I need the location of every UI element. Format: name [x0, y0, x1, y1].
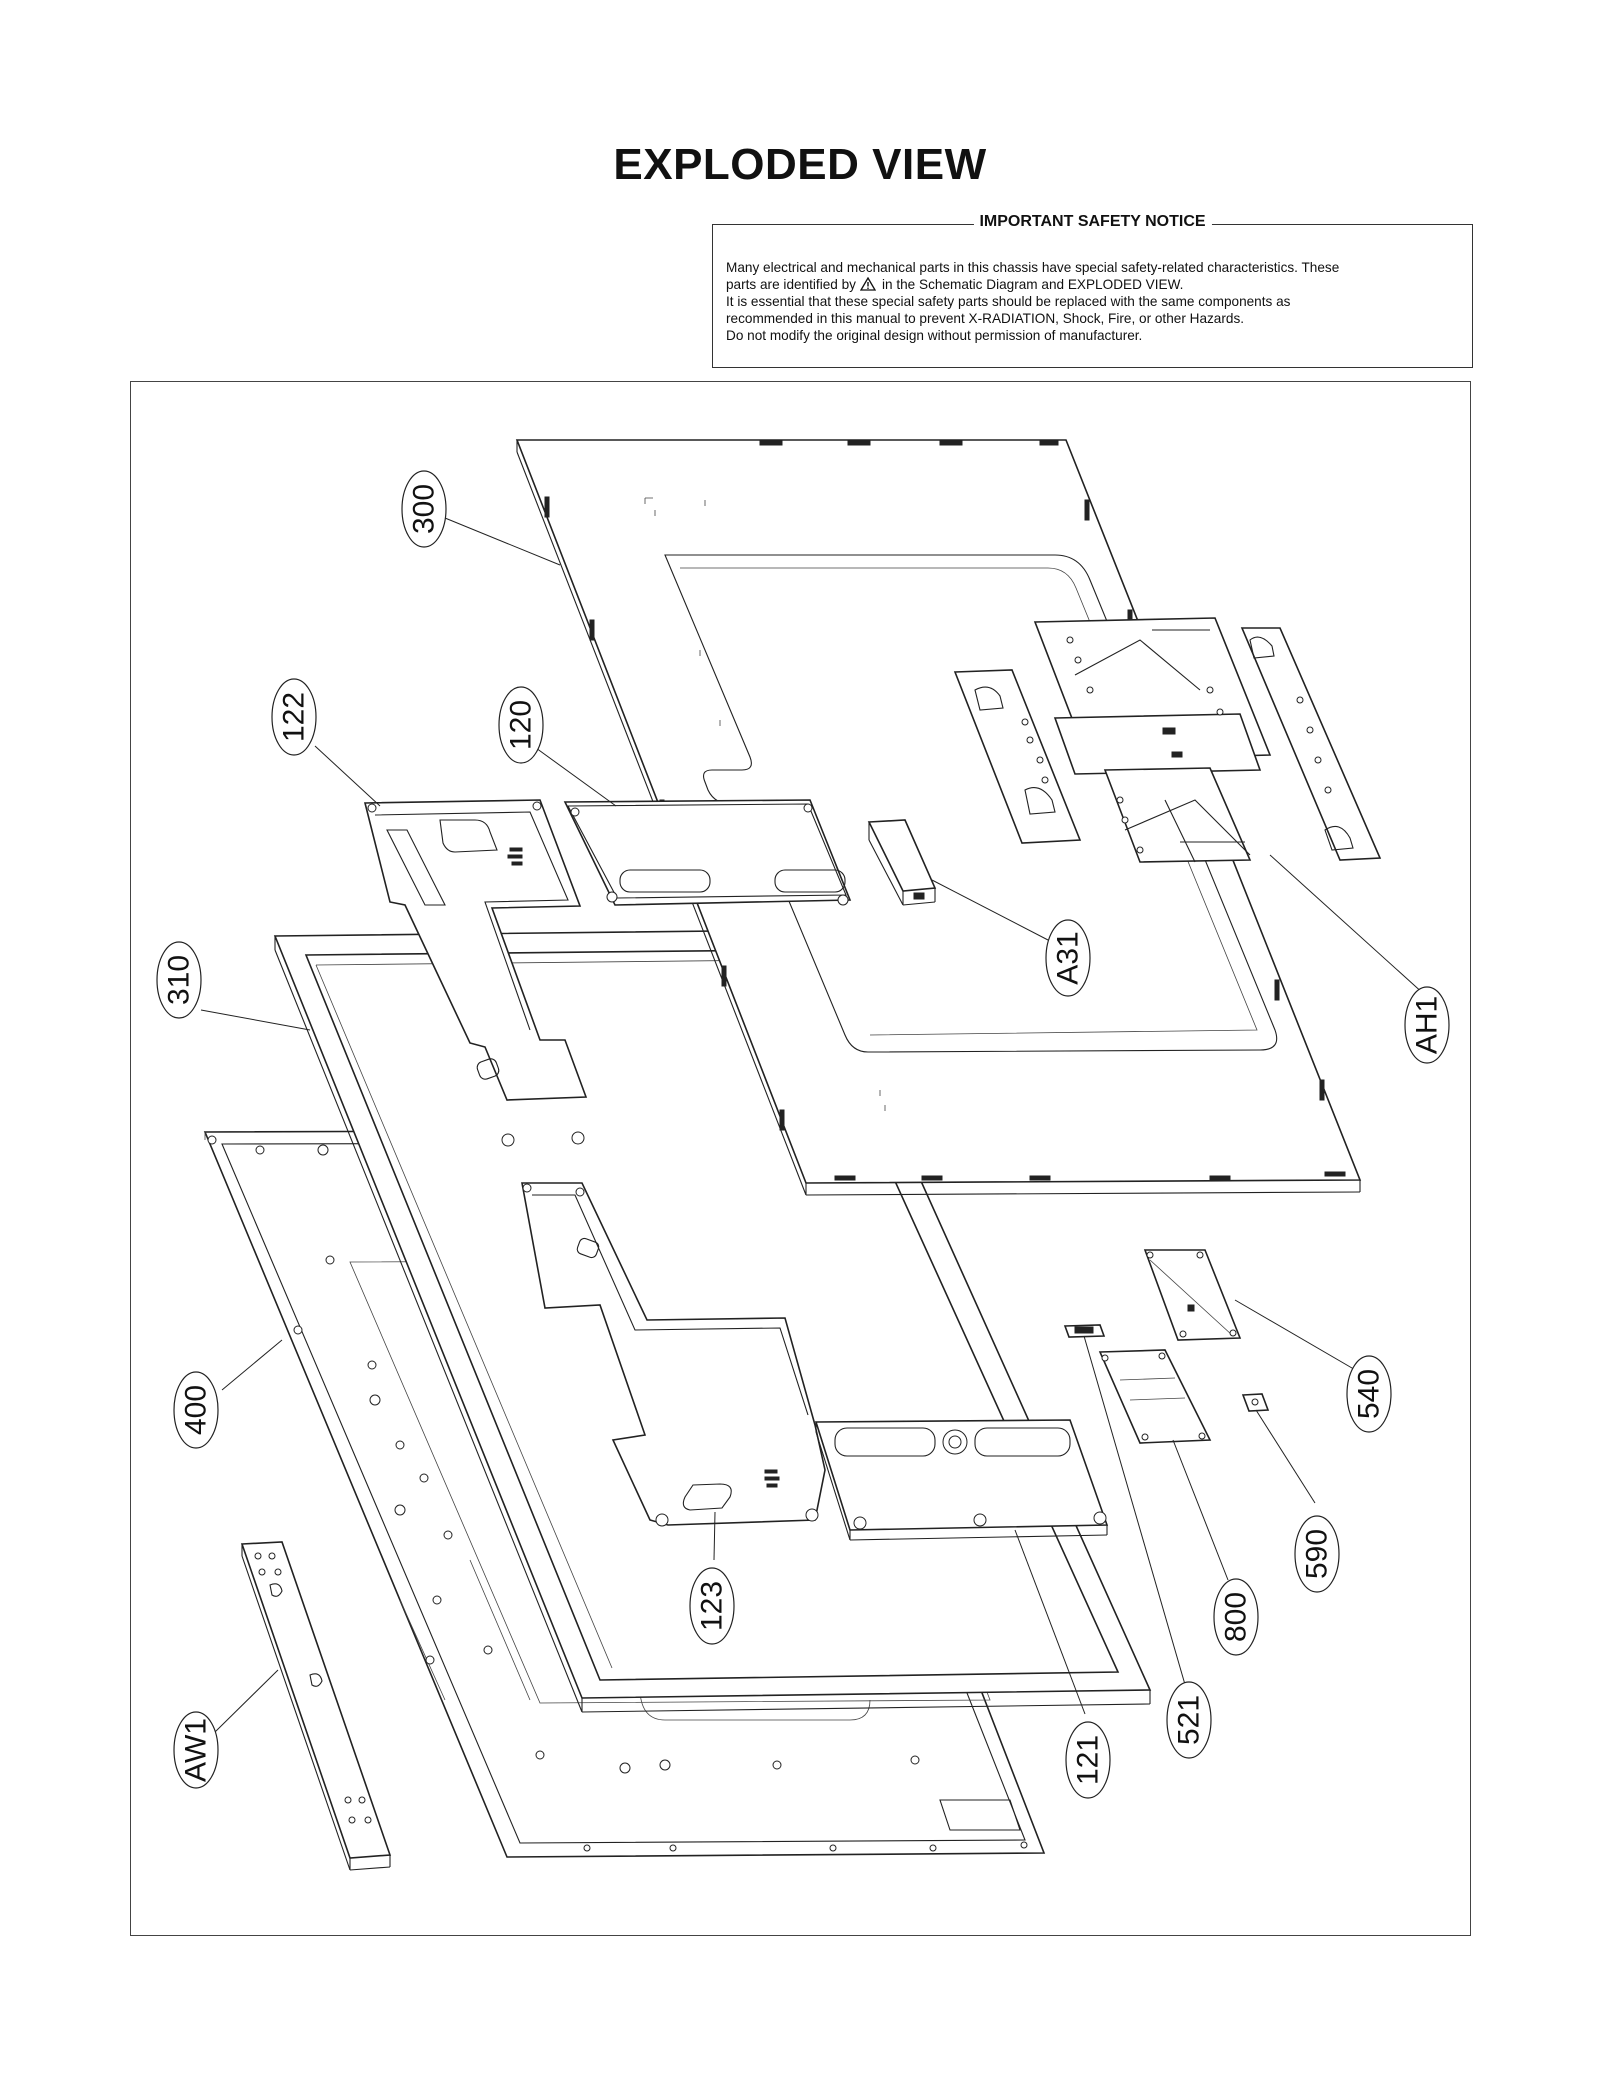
rear-cover-clips [544, 440, 1346, 1181]
part-AW1-bracket [240, 1541, 392, 1871]
exploded-view-diagram: 300 122 120 310 A31 AH1 400 540 [156, 439, 1450, 1871]
svg-text:122: 122 [278, 692, 311, 742]
svg-text:521: 521 [1173, 1695, 1206, 1745]
part-123-bracket [521, 1182, 826, 1527]
svg-text:300: 300 [408, 484, 441, 534]
mount-holes [1021, 636, 1332, 854]
logo-mark-122 [507, 847, 523, 866]
notice-line-2b: in the Schematic Diagram and EXPLODED VI… [881, 277, 1184, 292]
part-521-connector [1063, 1324, 1106, 1338]
svg-text:310: 310 [163, 955, 196, 1005]
callout-122: 122 [271, 678, 317, 756]
callout-AW1: AW1 [173, 1711, 219, 1789]
safety-notice-box: IMPORTANT SAFETY NOTICE Many electrical … [712, 213, 1473, 368]
page-title: EXPLODED VIEW [613, 140, 987, 189]
svg-text:540: 540 [1353, 1369, 1386, 1419]
notice-line-2: parts are identified by in the Schematic … [726, 276, 1459, 293]
rear-cover-marks [644, 497, 886, 1111]
safety-notice-body: Many electrical and mechanical parts in … [726, 259, 1459, 344]
callout-800: 800 [1213, 1578, 1259, 1656]
part-A31-module [867, 819, 937, 906]
notice-line-4: recommended in this manual to prevent X-… [726, 311, 1245, 326]
notice-line-5: Do not modify the original design withou… [726, 328, 1143, 343]
part-AH1-mount [953, 617, 1382, 863]
part-120-cover [563, 799, 852, 906]
notice-line-1: Many electrical and mechanical parts in … [726, 260, 1340, 275]
callouts: 300 122 120 310 A31 AH1 400 540 [156, 470, 1450, 1799]
callout-310: 310 [156, 941, 202, 1019]
part-800-board [1098, 1349, 1212, 1444]
part-122-bracket [363, 799, 588, 1147]
callout-400: 400 [173, 1371, 219, 1449]
part-540-board [1143, 1249, 1242, 1341]
svg-text:400: 400 [180, 1385, 213, 1435]
callout-AH1: AH1 [1404, 986, 1450, 1064]
part-121-speakers [814, 1419, 1109, 1541]
callout-123: 123 [689, 1567, 735, 1645]
svg-text:AH1: AH1 [1411, 996, 1444, 1054]
callout-540: 540 [1346, 1355, 1392, 1433]
safety-notice-title: IMPORTANT SAFETY NOTICE [973, 213, 1212, 231]
svg-text:121: 121 [1072, 1735, 1105, 1785]
svg-text:800: 800 [1220, 1592, 1253, 1642]
logo-mark-123 [764, 1469, 780, 1488]
svg-text:590: 590 [1301, 1529, 1334, 1579]
svg-text:120: 120 [505, 700, 538, 750]
svg-text:A31: A31 [1052, 931, 1085, 984]
callout-590: 590 [1294, 1515, 1340, 1593]
callout-300: 300 [401, 470, 447, 548]
leader-lines [200, 517, 1426, 1733]
svg-text:123: 123 [696, 1581, 729, 1631]
callout-121: 121 [1065, 1721, 1111, 1799]
notice-line-3: It is essential that these special safet… [726, 294, 1291, 309]
notice-line-2a: parts are identified by [726, 277, 856, 292]
diagram-frame [130, 381, 1471, 1936]
callout-521: 521 [1166, 1681, 1212, 1759]
part-300-rear-cover [515, 439, 1362, 1196]
part-590-clip [1241, 1393, 1270, 1412]
callout-A31: A31 [1045, 919, 1091, 997]
svg-text:AW1: AW1 [180, 1718, 213, 1782]
callout-120: 120 [498, 686, 544, 764]
warning-triangle-icon [859, 277, 876, 291]
